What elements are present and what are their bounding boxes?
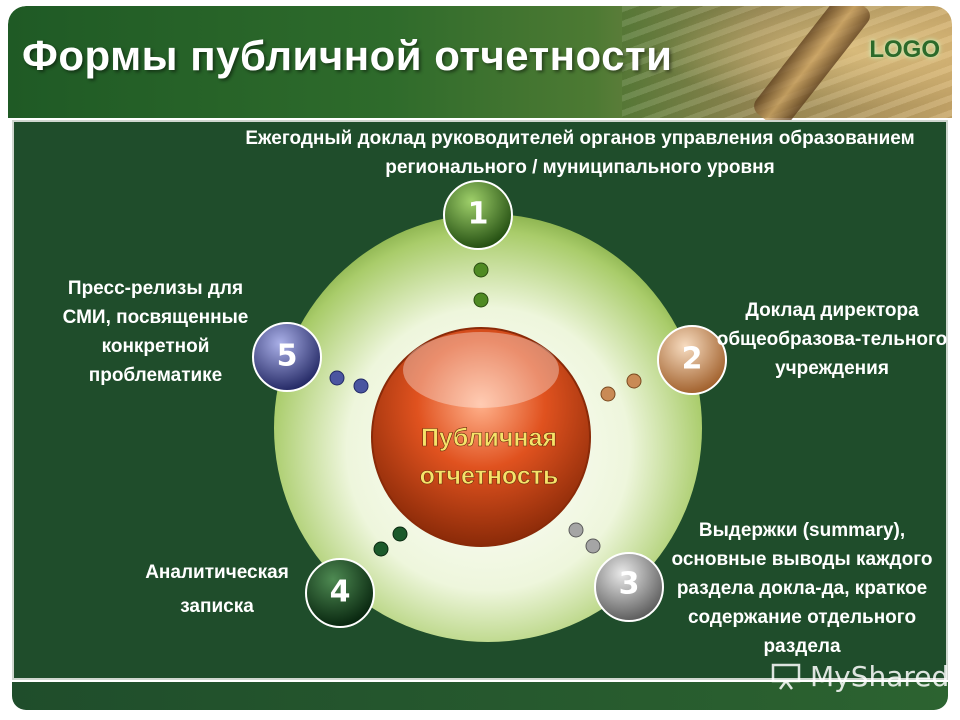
page-title: Формы публичной отчетности: [22, 32, 673, 79]
node-5-number: 5: [277, 339, 298, 374]
node-3-number: 3: [619, 567, 640, 602]
node-2-number: 2: [682, 342, 703, 377]
center-label-line2: отчетность: [420, 462, 559, 490]
presentation-board-icon: [771, 663, 801, 690]
node-2: 2: [657, 325, 727, 395]
node-3-label: Выдержки (summary), основные выводы кажд…: [671, 520, 933, 657]
node-1-label: Ежегодный доклад руководителей органов у…: [245, 128, 915, 178]
node-1: 1: [443, 180, 513, 250]
node-5: 5: [252, 322, 322, 392]
title-bar: Формы публичной отчетности LOGO: [8, 6, 952, 133]
connector-dots: [329, 262, 642, 557]
node-1-number: 1: [468, 197, 489, 232]
center-node: Публичная отчетность: [371, 327, 591, 547]
node-5-label: Пресс-релизы для СМИ, посвященные конкре…: [62, 278, 249, 386]
node-4: 4: [305, 558, 375, 628]
logo: LOGO: [869, 36, 940, 63]
node-4-label: Аналитическая записка: [145, 562, 289, 617]
node-2-label: Доклад директора общеобразова-тельного у…: [716, 300, 948, 379]
watermark-text: MyShared: [810, 660, 950, 693]
footer-bar: [12, 682, 948, 710]
center-label-line1: Публичная: [421, 424, 557, 452]
node-4-number: 4: [330, 575, 351, 610]
node-3: 3: [594, 552, 664, 622]
